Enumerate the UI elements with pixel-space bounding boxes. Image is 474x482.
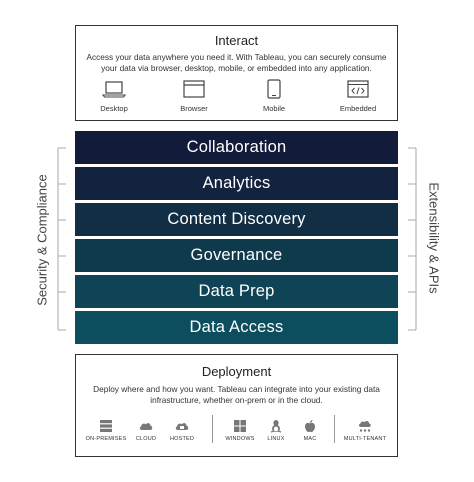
layer-analytics: Analytics [75,167,398,200]
deploy-label: MULTI-TENANT [343,436,387,442]
deploy-label: WINDOWS [225,436,255,442]
deploy-label: CLOUD [135,436,157,442]
deploy-on-premises: ON-PREMISES [78,419,134,442]
layer-governance: Governance [75,239,398,272]
interact-title: Interact [214,33,259,48]
deployment-title: Deployment [201,364,272,379]
server-icon [100,420,112,432]
security-compliance-label: Security & Compliance [34,174,50,306]
deploy-mac: MAC [282,419,338,442]
deploy-windows: WINDOWS [212,419,268,442]
device-browser: Browser [164,79,224,113]
right-bracket [408,147,417,331]
interact-description: Access your data anywhere you need it. W… [86,52,387,73]
device-label: Embedded [339,104,377,113]
linux-icon [270,420,282,433]
divider [212,415,213,443]
layer-data-access: Data Access [75,311,398,344]
apple-icon [305,420,315,432]
device-mobile: Mobile [244,79,304,113]
deployment-panel: Deployment Deploy where and how you want… [75,354,398,457]
device-desktop: Desktop [84,79,144,113]
mobile-icon [267,79,281,99]
layer-data-prep: Data Prep [75,275,398,308]
left-bracket [57,147,66,331]
device-label: Mobile [262,104,286,113]
deploy-multi-tenant: MULTI-TENANT [337,419,393,442]
deploy-label: LINUX [267,436,285,442]
deploy-hosted: HOSTED [154,419,210,442]
cloud-icon [139,423,153,430]
multi-tenant-icon [358,421,371,432]
divider [334,415,335,443]
layer-content-discovery: Content Discovery [75,203,398,236]
device-label: Browser [180,104,208,113]
embed-code-icon [347,80,369,98]
deploy-label: MAC [303,436,317,442]
deploy-label: HOSTED [169,436,195,442]
device-embedded: Embedded [328,79,388,113]
device-label: Desktop [100,104,128,113]
windows-icon [234,420,246,432]
layer-collaboration: Collaboration [75,131,398,164]
deploy-label: ON-PREMISES [85,436,127,442]
deploy-linux: LINUX [248,419,304,442]
hosted-cloud-icon [175,423,189,430]
interact-panel: Interact Access your data anywhere you n… [75,25,398,121]
laptop-icon [102,81,126,98]
deployment-description: Deploy where and how you want. Tableau c… [93,384,380,405]
extensibility-apis-label: Extensibility & APIs [426,182,442,294]
deploy-cloud: CLOUD [118,419,174,442]
browser-icon [183,80,205,98]
